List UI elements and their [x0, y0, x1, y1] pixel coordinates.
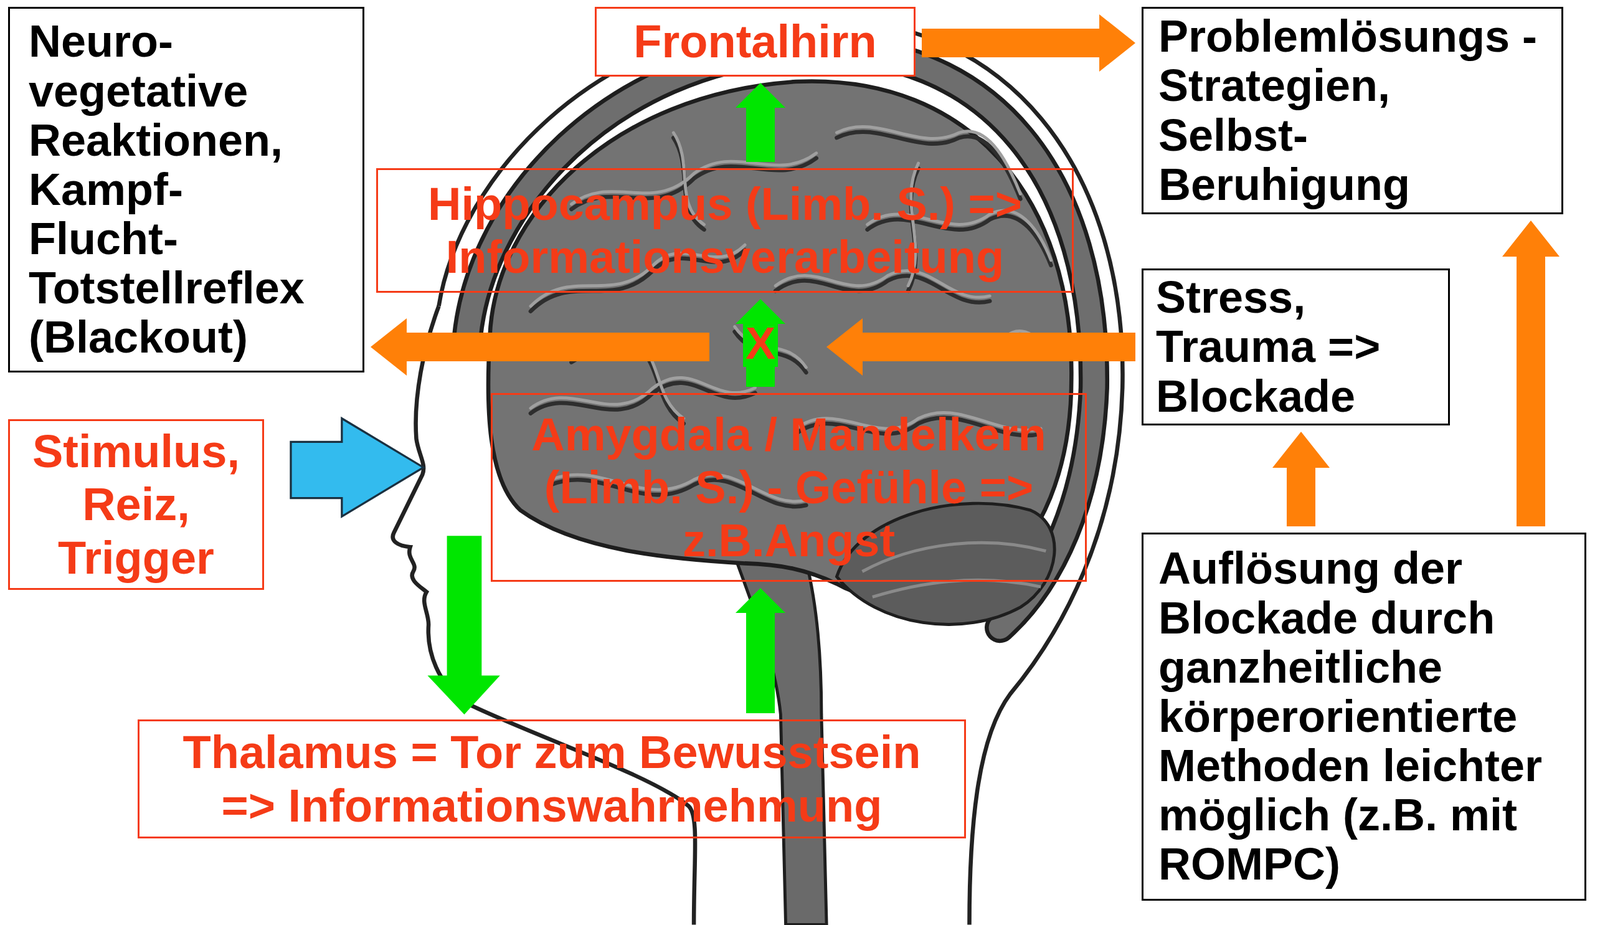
box-text: Stress, Trauma => Blockade	[1155, 272, 1436, 422]
box-text: Frontalhirn	[609, 14, 902, 68]
box-text: Auflösung der Blockade durch ganzheitlic…	[1158, 543, 1570, 889]
brain-region-box: Thalamus = Tor zum Bewusstsein => Inform…	[137, 719, 966, 839]
flow-arrow	[735, 587, 786, 714]
flow-arrow	[1272, 431, 1330, 527]
brain-region-box: Hippocampus (Limb. S.) => Informationsve…	[376, 168, 1074, 293]
flow-arrow	[370, 318, 1136, 376]
input-box: Stimulus, Reiz, Trigger	[8, 419, 265, 590]
flow-arrow	[735, 298, 786, 387]
box-text: Amygdala / Mandelkern (Limb. S.) - Gefüh…	[505, 407, 1073, 567]
box-text: Thalamus = Tor zum Bewusstsein => Inform…	[158, 725, 946, 832]
brain-region-box: Frontalhirn	[594, 6, 916, 77]
reaction-box: Neuro- vegetative Reaktionen, Kampf- Flu…	[8, 6, 365, 373]
method-box: Auflösung der Blockade durch ganzheitlic…	[1141, 532, 1587, 901]
box-text: Problemlösungs -Strategien, Selbst- Beru…	[1158, 11, 1547, 210]
box-text: Hippocampus (Limb. S.) => Informationsve…	[390, 177, 1060, 284]
result-box: Problemlösungs -Strategien, Selbst- Beru…	[1141, 6, 1564, 215]
box-text: Stimulus, Reiz, Trigger	[25, 424, 247, 584]
flow-arrow	[921, 14, 1136, 72]
brain-region-box: Amygdala / Mandelkern (Limb. S.) - Gefüh…	[490, 392, 1087, 582]
stimulus-arrow	[290, 418, 424, 517]
flow-arrow	[735, 82, 786, 162]
box-text: Neuro- vegetative Reaktionen, Kampf- Flu…	[28, 16, 344, 362]
cerebellum-fold	[872, 579, 1041, 597]
block-mark: X	[743, 319, 778, 367]
flow-arrow	[1502, 220, 1560, 527]
cause-box: Stress, Trauma => Blockade	[1141, 268, 1450, 426]
perception-arrow	[427, 535, 500, 715]
